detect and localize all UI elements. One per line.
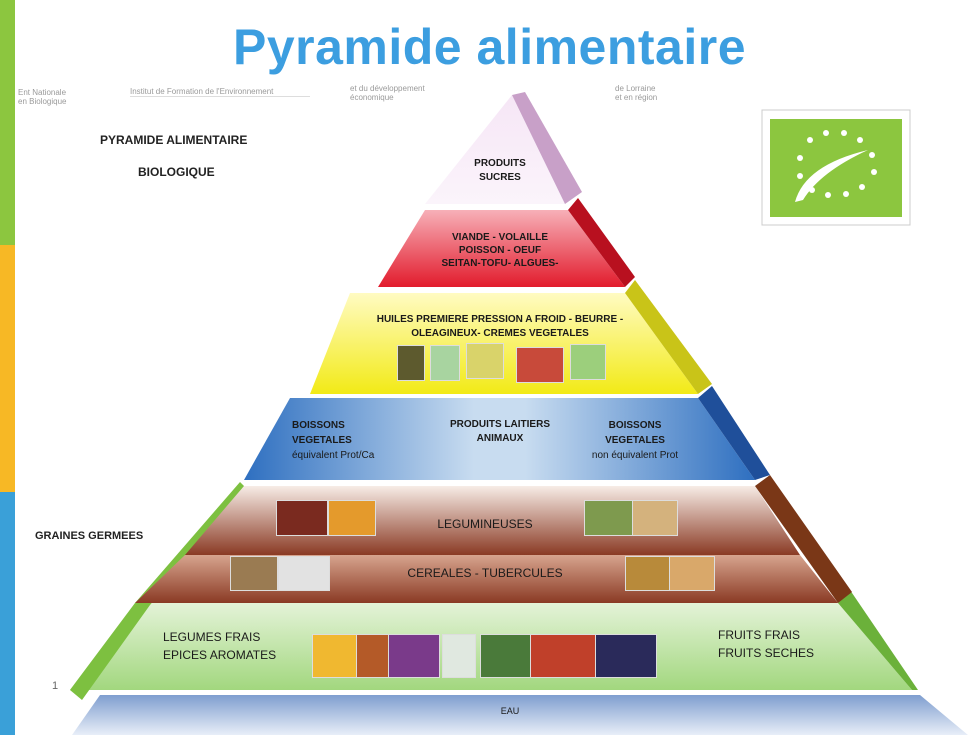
label-boissons-right-line3: non équivalent Prot: [591, 450, 679, 461]
level-boissons-right-edge: [698, 386, 770, 480]
cauliflower-photo: [388, 634, 440, 678]
left-heading-line1: PYRAMIDE ALIMENTAIRE: [100, 133, 248, 147]
red-beans-photo: [276, 500, 328, 536]
label-boissons-right-line1: BOISSONS: [608, 420, 662, 431]
label-fruits-line1: FRUITS FRAIS: [718, 628, 801, 642]
header-logo-3: et du développement économique: [350, 84, 425, 102]
sidebar-strip-blue: [0, 492, 15, 735]
header-logo-4: de Lorraine et en région: [615, 84, 657, 102]
label-legumes: LEGUMES FRAIS EPICES AROMATES: [163, 628, 303, 664]
flour-photo: [278, 556, 330, 591]
cereals-photo: [625, 556, 671, 591]
spices-photo: [312, 634, 358, 678]
label-legumineuses: LEGUMINEUSES: [437, 517, 533, 531]
header-logo-1-line1: Ent Nationale: [18, 88, 67, 97]
level-legumineuses-right-edge: [755, 475, 852, 603]
header-logo-3-line1: et du développement: [350, 84, 425, 93]
slide-number: 1: [52, 680, 59, 692]
header-logo-1: Ent Nationale en Biologique: [18, 88, 66, 106]
lentils-photo: [328, 500, 376, 536]
label-viande: VIANDE - VOLAILLE POISSON - OEUF SEITAN-…: [420, 231, 580, 270]
header-logo-1-line2: en Biologique: [18, 97, 67, 106]
label-sucres-line1: PRODUITS: [474, 158, 526, 169]
label-laitiers-line2: ANIMAUX: [476, 433, 524, 444]
green-peas-photo: [584, 500, 634, 536]
label-viande-line2: POISSON - OEUF: [458, 245, 542, 256]
left-heading-line2: BIOLOGIQUE: [138, 165, 215, 179]
label-legumes-line1: LEGUMES FRAIS: [163, 630, 261, 644]
label-fruits-line2: FRUITS SECHES: [718, 646, 815, 660]
sidebar-strip-green: [0, 0, 15, 245]
herbs-photo: [442, 634, 476, 678]
label-viande-line1: VIANDE - VOLAILLE: [451, 232, 549, 243]
header-logo-4-line2: et en région: [615, 93, 658, 102]
label-laitiers: PRODUITS LAITIERS ANIMAUX: [440, 418, 560, 446]
label-boissons-left: BOISSONS VEGETALES équivalent Prot/Ca: [292, 418, 422, 463]
label-eau: EAU: [500, 706, 520, 716]
level-huiles-right-edge: [625, 280, 712, 394]
grains-photo: [632, 500, 678, 536]
butter-photo: [516, 347, 564, 383]
header-logo-4-line1: de Lorraine: [615, 84, 656, 93]
level-sucres-right-edge: [512, 92, 582, 204]
label-legumes-line2: EPICES AROMATES: [163, 648, 277, 662]
label-huiles: HUILES PREMIERE PRESSION A FROID - BEURR…: [375, 313, 625, 341]
bio-logo: [770, 119, 902, 217]
level-viande-right-edge: [568, 198, 635, 287]
label-viande-line3: SEITAN-TOFU- ALGUES-: [441, 258, 559, 269]
label-boissons-left-line1: BOISSONS: [292, 420, 345, 431]
pasta-photo: [669, 556, 715, 591]
label-huiles-line1: HUILES PREMIERE PRESSION A FROID - BEURR…: [376, 314, 624, 325]
vegetable-cream-photo: [570, 344, 606, 380]
label-sucres: PRODUITS SUCRES: [460, 157, 540, 185]
label-huiles-line2: OLEAGINEUX- CREMES VEGETALES: [411, 328, 589, 339]
level-sucres: [425, 95, 565, 204]
level-viande: [378, 210, 625, 287]
header-logo-3-line2: économique: [350, 93, 394, 102]
blueberries-photo: [595, 634, 657, 678]
potatoes-photo: [230, 556, 278, 591]
olive-oil-photo: [466, 343, 504, 379]
romanesco-photo: [480, 634, 532, 678]
level-boissons-laitiers: [244, 398, 755, 480]
label-boissons-left-line2: VEGETALES: [292, 435, 352, 446]
fruits-photo: [530, 634, 596, 678]
onion-photo: [356, 634, 390, 678]
page-title: Pyramide alimentaire: [232, 19, 747, 75]
header-logo-2: Institut de Formation de l'Environnement: [130, 87, 310, 97]
label-cereales: CEREALES - TUBERCULES: [407, 566, 563, 580]
label-boissons-right-line2: VEGETALES: [605, 435, 665, 446]
level-fruits-right-edge: [838, 590, 918, 690]
graines-germees-label: GRAINES GERMEES: [35, 530, 144, 542]
oil-bottles-photo: [397, 345, 425, 381]
cream-carton-photo: [430, 345, 460, 381]
level-eau: [72, 695, 968, 735]
label-fruits: FRUITS FRAIS FRUITS SECHES: [718, 626, 838, 662]
label-boissons-left-line3: équivalent Prot/Ca: [292, 450, 375, 461]
eu-organic-leaf-icon: [795, 130, 877, 202]
label-boissons-right: BOISSONS VEGETALES non équivalent Prot: [580, 418, 690, 463]
label-sucres-line2: SUCRES: [479, 172, 521, 183]
sidebar-strip-yellow: [0, 245, 15, 492]
label-laitiers-line1: PRODUITS LAITIERS: [449, 419, 550, 430]
